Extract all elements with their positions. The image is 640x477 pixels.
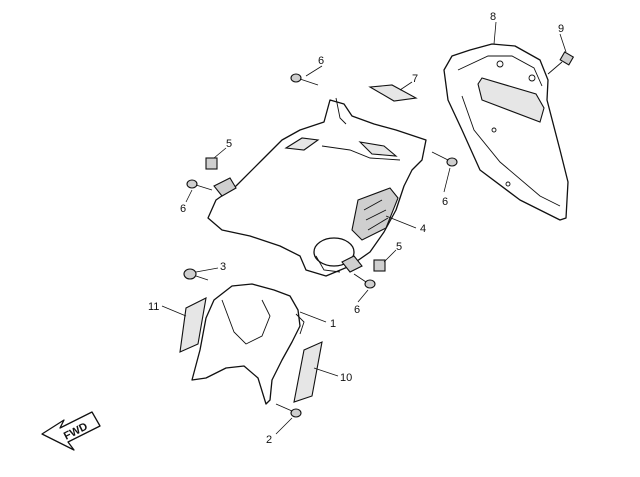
sticker-11 — [179, 297, 207, 353]
callout-8: 8 — [490, 11, 496, 23]
bolt-2 — [275, 403, 302, 418]
inner-cover — [191, 283, 305, 405]
sticker-7 — [368, 84, 418, 102]
screw-6-right — [431, 151, 458, 167]
nut-5-upper — [205, 157, 218, 170]
callout-5-lower: 5 — [396, 241, 402, 253]
bolt-9 — [547, 51, 575, 75]
callout-6-top: 6 — [318, 55, 324, 67]
callout-9: 9 — [558, 23, 564, 35]
fwd-label: FWD — [62, 421, 90, 443]
screw-6-bottom — [353, 273, 376, 289]
under-cowling — [207, 97, 427, 277]
callout-6-bottom: 6 — [354, 304, 360, 316]
callout-10: 10 — [340, 372, 352, 384]
side-cover-panel — [443, 43, 569, 221]
callout-11: 11 — [148, 301, 159, 313]
callout-2: 2 — [266, 434, 272, 446]
callout-6-right: 6 — [442, 196, 448, 208]
leader-lines — [161, 21, 567, 435]
screw-6-left — [186, 179, 213, 191]
grommet-3 — [183, 268, 209, 281]
screw-6-top — [290, 73, 319, 86]
callouts: 1 2 3 4 5 5 6 6 6 6 7 8 9 10 11 — [148, 11, 564, 446]
callout-5-upper: 5 — [226, 138, 232, 150]
nut-5-lower — [373, 259, 386, 272]
callout-7: 7 — [412, 73, 418, 85]
sticker-10 — [293, 341, 323, 403]
callout-3: 3 — [220, 261, 226, 273]
callout-1: 1 — [330, 318, 336, 330]
callout-6-left: 6 — [180, 203, 186, 215]
fwd-arrow: FWD — [41, 411, 101, 451]
callout-4: 4 — [420, 223, 426, 235]
